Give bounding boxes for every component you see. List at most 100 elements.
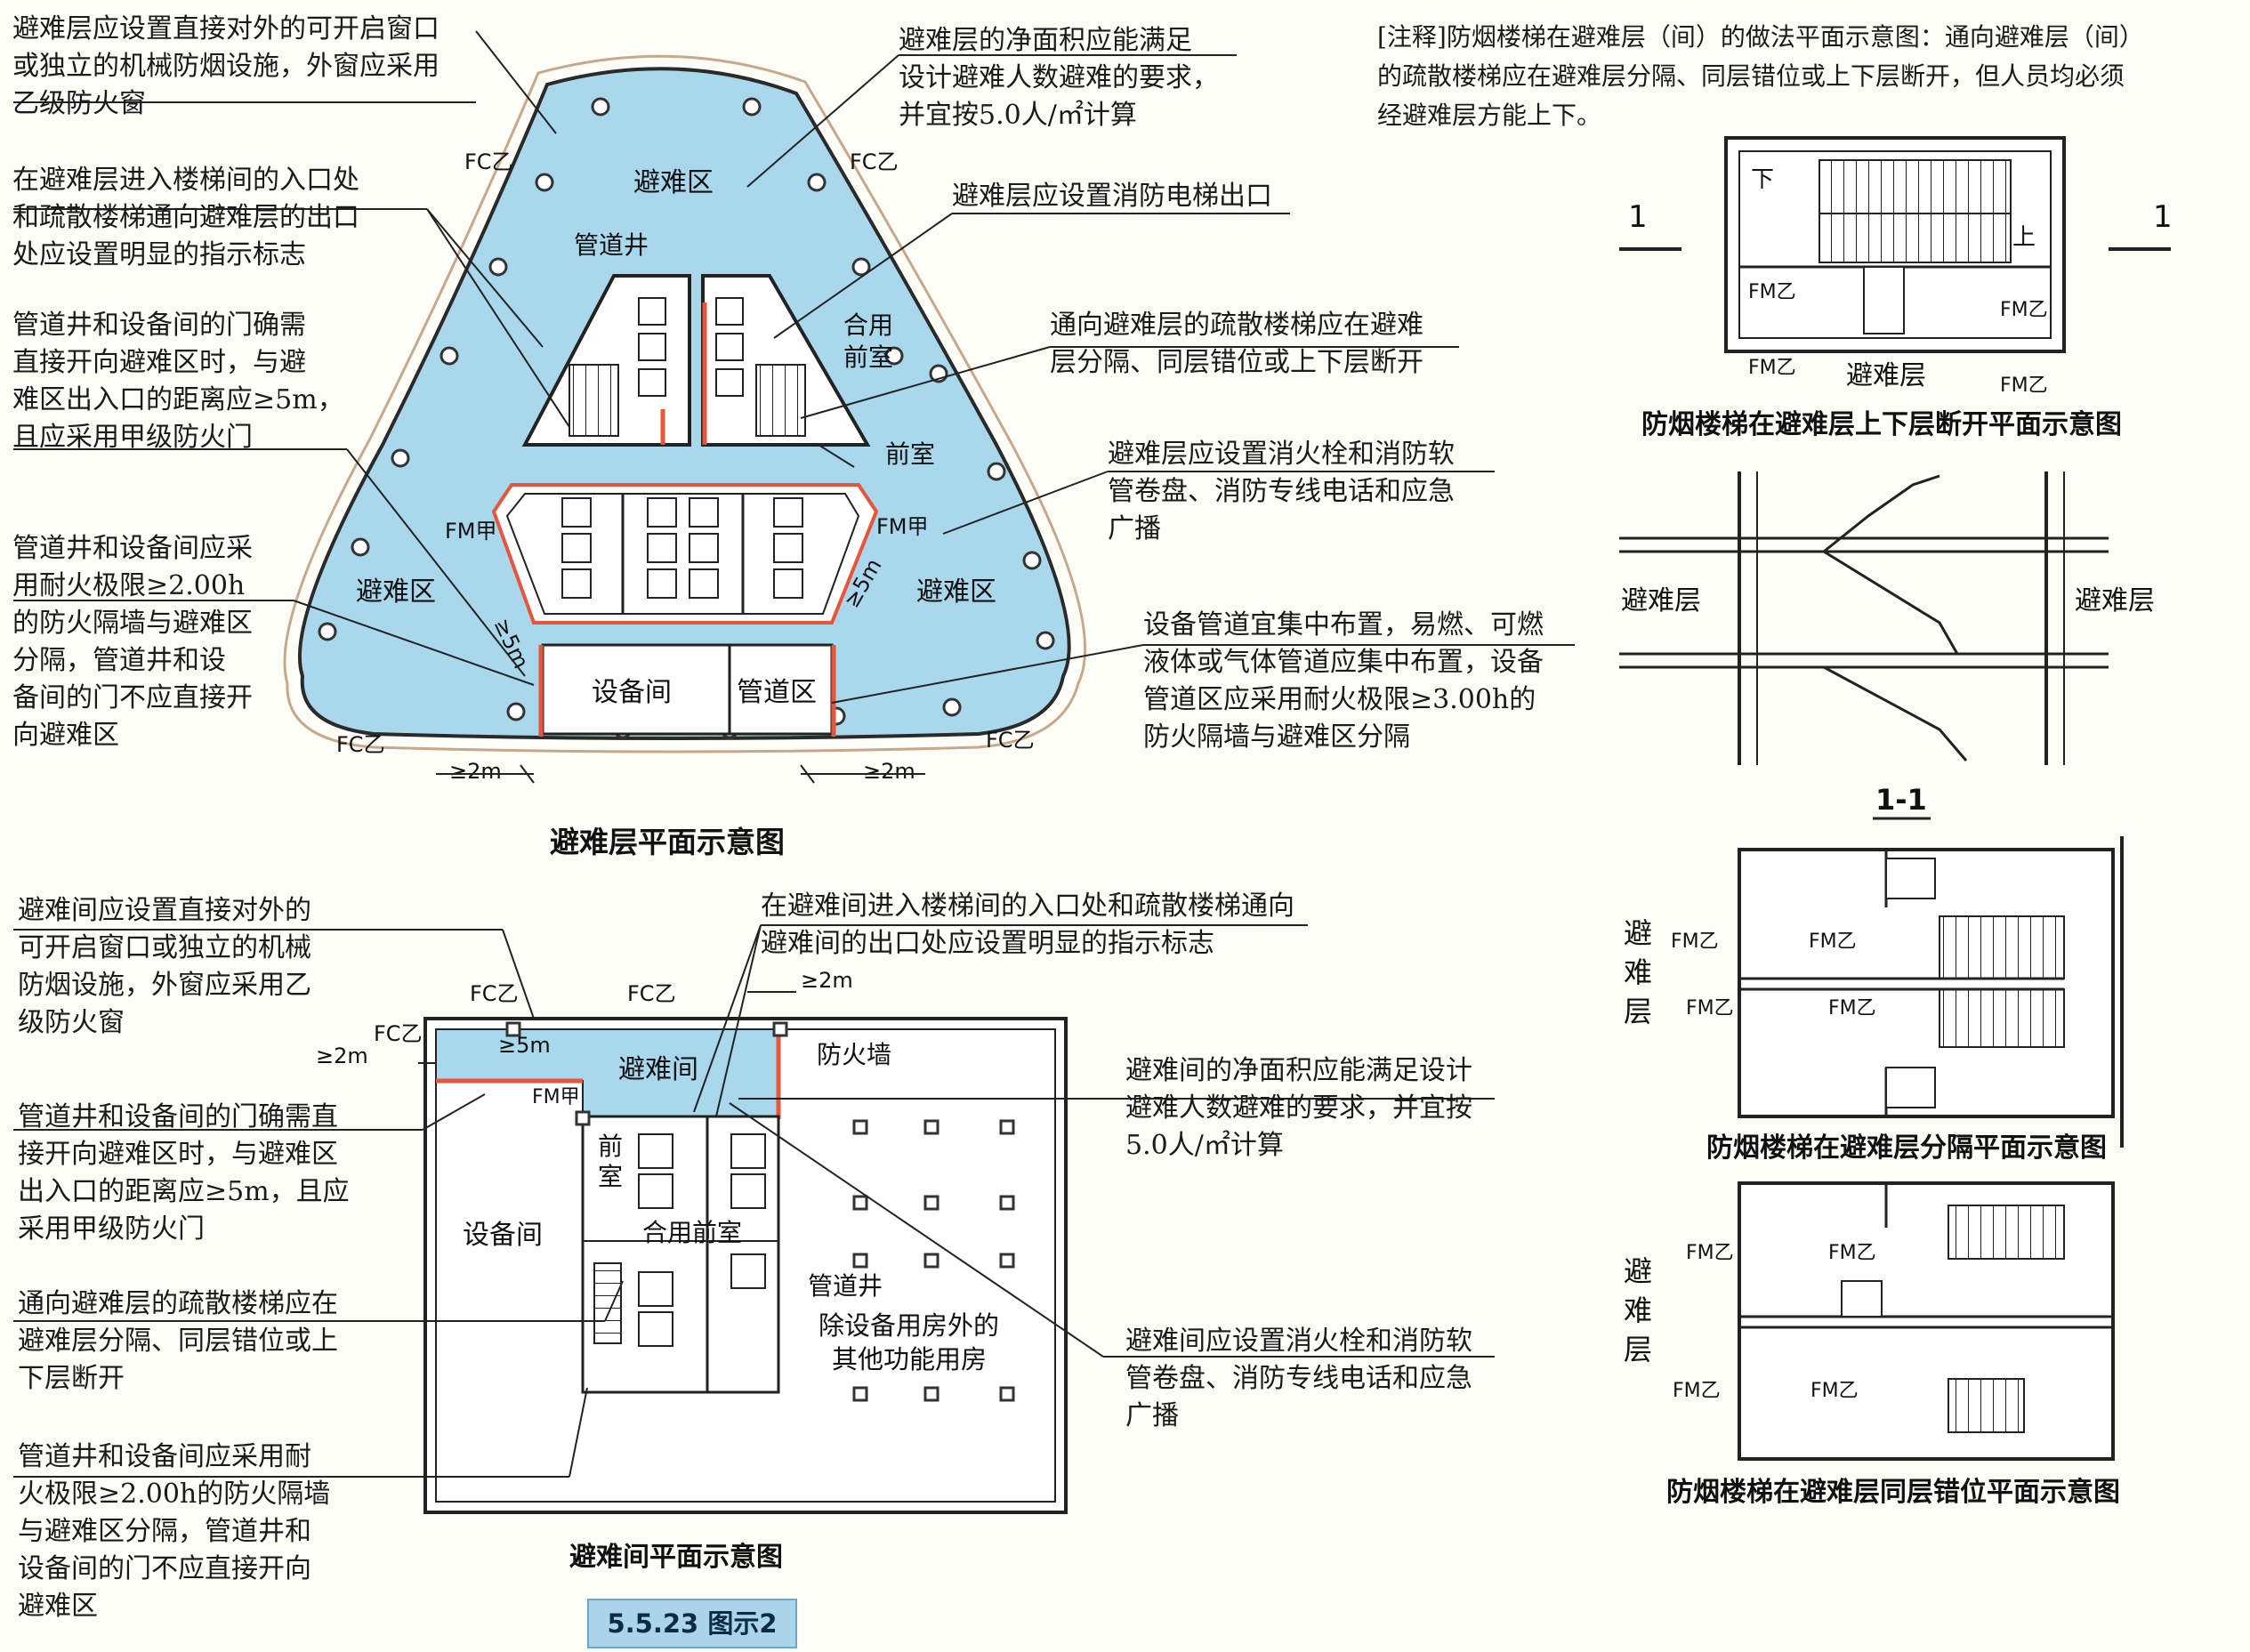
- shared-anteroom-label: 合用 前室: [843, 310, 901, 372]
- d2-refuge-floor-right: 避难层: [2075, 585, 2155, 616]
- d4-v-line2: 难: [1624, 1293, 1652, 1327]
- refuge-zone-top-label: 避难区: [633, 167, 714, 198]
- left-stair-wedge: [521, 274, 691, 447]
- bottom-fc-b-2: FC乙: [627, 981, 676, 1006]
- equipment-and-pipe-rooms: [538, 643, 836, 737]
- top-note-door-distance: 管道井和设备间的门确需 直接开向避难区时，与避 难区出入口的距离应≥5m， 且应…: [12, 310, 344, 453]
- fc-b-label-topleft: FC乙: [464, 149, 513, 174]
- bottom-note-hydrant: 避难间应设置消火栓和消防软 管卷盘、消防专线电话和应急 广播: [1125, 1326, 1472, 1431]
- bottom-note-stairs: 通向避难层的疏散楼梯应在 避难层分隔、同层错位或上 下层断开: [18, 1288, 338, 1394]
- fc-b-label-bottomleft: FC乙: [336, 732, 385, 757]
- bottom-note-area: 避难间的净面积应能满足设计 避难人数避难的要求，并宜按 5.0人/㎡计算: [1125, 1055, 1472, 1161]
- perimeter-columns: [318, 97, 1055, 739]
- refuge-zone-left-label: 避难区: [356, 576, 436, 608]
- leader-lines-top: [13, 30, 1575, 704]
- pipe-shaft-label: 管道井: [574, 230, 649, 260]
- bottom-fm-a: FM甲: [532, 1086, 580, 1108]
- figure-number-badge: 5.5.23 图示2: [587, 1599, 797, 1648]
- grid-columns-bottom: [505, 1021, 1015, 1402]
- d4-caption: 防烟楼梯在避难层同层错位平面示意图: [1666, 1477, 2120, 1508]
- bottom-fc-b-1: FC乙: [470, 981, 519, 1006]
- diagram-disconnected: 下 上 1 1 FM乙 FM乙 FM乙 FM乙 避难层: [1619, 136, 2173, 397]
- elevator-core: [491, 483, 879, 625]
- bottom-equipment-room-label: 设备间: [463, 1220, 543, 1251]
- d3-refuge-floor-v: 避 难 层: [1624, 916, 1661, 1028]
- fire-wall-label: 防火墙: [817, 1040, 891, 1069]
- bottom-note-door-distance: 管道井和设备间的门确需直 接开向避难区时，与避难区 出入口的距离应≥5m，且应 …: [18, 1101, 350, 1245]
- d3-fm-b-3: FM乙: [1686, 997, 1734, 1019]
- fc-b-label-bottomright: FC乙: [986, 728, 1035, 753]
- section-1-1-label: 1-1: [1875, 783, 1927, 817]
- d3-fm-b-4: FM乙: [1828, 997, 1876, 1019]
- top-note-hydrant: 避难层应设置消火栓和消防软 管卷盘、消防专线电话和应急 广播: [1108, 439, 1455, 544]
- d4-fm-b-2: FM乙: [1828, 1242, 1876, 1264]
- refuge-room-label: 避难间: [618, 1054, 698, 1085]
- top-note-area: 避难层的净面积应能满足 设计避难人数避难的要求， 并宜按5.0人/㎡计算: [899, 25, 1219, 131]
- other-rooms-line2: 其他功能用房: [832, 1344, 987, 1374]
- d4-refuge-floor-v: 避 难 层: [1624, 1254, 1661, 1366]
- d4-v-line1: 避: [1624, 1254, 1652, 1288]
- d1-caption: 防烟楼梯在避难层上下层断开平面示意图: [1641, 409, 2122, 440]
- equipment-room-label: 设备间: [592, 677, 672, 708]
- d2-refuge-floor-left: 避难层: [1621, 585, 1701, 616]
- leader-lines-bottom: [13, 924, 1495, 1478]
- section-mark-right: 1: [2153, 199, 2173, 235]
- dim-2m-left: ≥2m: [449, 759, 502, 784]
- bottom-dim-2m-left: ≥2m: [316, 1044, 368, 1068]
- bottom-shared-anteroom-label: 合用前室: [642, 1218, 742, 1247]
- d4-v-line3: 层: [1624, 1333, 1652, 1366]
- other-rooms-label: 除设备用房外的 其他功能用房: [819, 1310, 1007, 1374]
- d3-v-line2: 难: [1624, 955, 1652, 989]
- d1-fm-b-1: FM乙: [1748, 281, 1796, 303]
- right-stair-wedge: [701, 274, 871, 447]
- d4-fm-b-4: FM乙: [1810, 1380, 1859, 1402]
- bottom-anteroom-line1: 前: [598, 1132, 623, 1161]
- fm-a-label-right: FM甲: [876, 514, 929, 539]
- bottom-pipe-shaft-label: 管道井: [808, 1271, 883, 1301]
- shared-anteroom-line2: 前室: [843, 342, 893, 372]
- d1-fm-b-4: FM乙: [2000, 375, 2048, 397]
- d3-caption: 防烟楼梯在避难层分隔平面示意图: [1706, 1132, 2107, 1164]
- d4-fm-b-3: FM乙: [1673, 1380, 1721, 1402]
- other-rooms-line1: 除设备用房外的: [819, 1310, 999, 1341]
- bottom-anteroom-line2: 室: [598, 1162, 623, 1191]
- right-annotation: [注释]防烟楼梯在避难层（间）的做法平面示意图：通向避难层（间） 的疏散楼梯应在…: [1377, 22, 2144, 130]
- bottom-dim-2m-top: ≥2m: [801, 968, 853, 993]
- bottom-dim-5m: ≥5m: [498, 1033, 551, 1058]
- fm-a-label-left: FM甲: [445, 519, 497, 544]
- diagram-separated: 避 难 层 FM乙 FM乙 FM乙 FM乙: [1624, 836, 2124, 1148]
- top-note-signage: 在避难层进入楼梯间的入口处 和疏散楼梯通向避难层的出口 处应设置明显的指示标志: [12, 165, 359, 270]
- section-mark-left: 1: [1628, 199, 1648, 235]
- top-note-stairs: 通向避难层的疏散楼梯应在避难 层分隔、同层错位或上下层断开: [1050, 310, 1423, 378]
- anteroom-label: 前室: [885, 439, 935, 469]
- bottom-note-signage: 在避难间进入楼梯间的入口处和疏散楼梯通向 避难间的出口处应设置明显的指示标志: [761, 890, 1294, 959]
- bottom-anteroom-label: 前 室: [598, 1132, 631, 1191]
- d4-fm-b-1: FM乙: [1686, 1242, 1734, 1264]
- diagram-section-1-1: 避难层 避难层 1-1: [1619, 471, 2155, 820]
- d3-v-line1: 避: [1624, 916, 1652, 950]
- refuge-zone-right-label: 避难区: [916, 576, 996, 608]
- pipe-zone-label: 管道区: [737, 677, 817, 708]
- up-label: 上: [2012, 224, 2036, 251]
- d3-fm-b-2: FM乙: [1809, 931, 1857, 953]
- dimension-lines-top: [436, 764, 925, 784]
- d1-fm-b-2: FM乙: [2000, 299, 2048, 321]
- diagram-staggered: 避 难 层 FM乙 FM乙 FM乙 FM乙: [1624, 1181, 2115, 1461]
- top-note-window: 避难层应设置直接对外的可开启窗口 或独立的机械防烟设施，外窗应采用 乙级防火窗: [12, 13, 440, 119]
- bottom-note-partition: 管道井和设备间应采用耐 火极限≥2.00h的防火隔墙 与避难区分隔，管道井和 设…: [18, 1441, 331, 1622]
- d3-fm-b-1: FM乙: [1671, 931, 1719, 953]
- bottom-plan-caption: 避难间平面示意图: [569, 1542, 783, 1573]
- top-note-pipes: 设备管道宜集中布置，易燃、可燃 液体或气体管道应集中布置，设备 管道区应采用耐火…: [1143, 609, 1544, 753]
- top-note-partition: 管道井和设备间应采 用耐火极限≥2.00h 的防火隔墙与避难区 分隔，管道井和设…: [12, 533, 253, 751]
- fc-b-label-topright: FC乙: [850, 149, 899, 174]
- top-note-fire-elevator: 避难层应设置消防电梯出口: [952, 181, 1272, 212]
- outer-facade-line: [283, 54, 1087, 753]
- bottom-note-window: 避难间应设置直接对外的 可开启窗口或独立的机械 防烟设施，外窗应采用乙 级防火窗: [18, 895, 311, 1038]
- shared-anteroom-line1: 合用: [843, 310, 893, 340]
- d1-refuge-floor-label: 避难层: [1846, 360, 1926, 391]
- down-label: 下: [1751, 166, 1774, 193]
- dim-2m-right: ≥2m: [863, 759, 915, 784]
- d1-fm-b-3: FM乙: [1748, 357, 1796, 379]
- top-plan-caption: 避难层平面示意图: [550, 825, 785, 859]
